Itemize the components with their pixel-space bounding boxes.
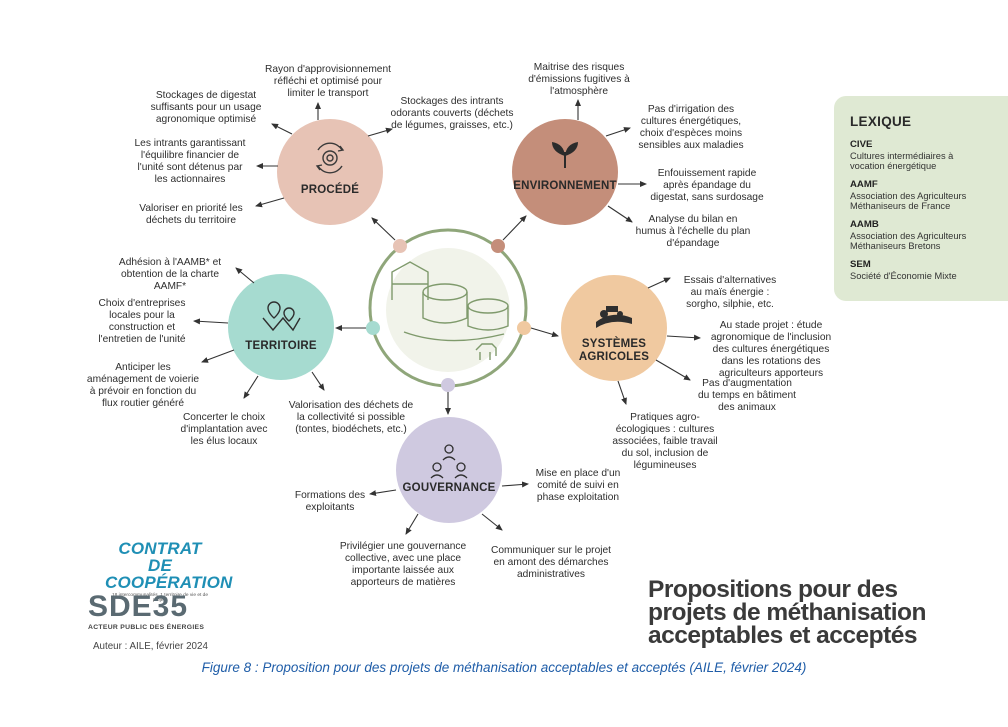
arrow-systemes-1 bbox=[647, 277, 671, 289]
gear-cycle-icon bbox=[315, 142, 345, 174]
procede-item-4: Les intrants garantissant l'équilibre fi… bbox=[134, 138, 246, 185]
hub-procede bbox=[277, 119, 383, 225]
environnement-item-3: Enfouissement rapide après épandage du d… bbox=[650, 168, 764, 203]
connector-dot-procede bbox=[393, 239, 407, 253]
hub-label-gouvernance: GOUVERNANCE bbox=[402, 482, 496, 494]
lexique-abbr: AAMF bbox=[850, 179, 878, 190]
lexique-abbr: AAMB bbox=[850, 219, 879, 230]
people-network-icon bbox=[430, 444, 468, 479]
figure-caption: Figure 8 : Proposition pour des projets … bbox=[201, 660, 807, 675]
arrow-procede-3 bbox=[367, 127, 393, 137]
contrat-logo-text: CONTRAT DE COOPÉRATION bbox=[105, 539, 233, 592]
arrow-center-systemes bbox=[530, 327, 559, 338]
arrow-territoire-4 bbox=[243, 375, 259, 399]
arrow-environnement-2 bbox=[605, 127, 631, 137]
environnement-item-1: Maitrise des risques d'émissions fugitiv… bbox=[528, 62, 630, 97]
territoire-item-1: Adhésion à l'AAMB* et obtention de la ch… bbox=[118, 257, 222, 292]
arrow-center-procede bbox=[371, 217, 396, 241]
arrow-gouvernance-3 bbox=[405, 513, 419, 535]
arrow-gouvernance-1 bbox=[501, 481, 529, 488]
methanizer-illustration-icon bbox=[391, 261, 509, 360]
arrow-territoire-1 bbox=[235, 267, 255, 284]
gouvernance-item-3: Privilégier une gouvernance collective, … bbox=[339, 541, 467, 588]
territoire-item-4: Concerter le choix d'implantation avec l… bbox=[180, 412, 268, 447]
arrow-procede-5 bbox=[255, 197, 285, 208]
systemes-item-1: Essais d'alternatives au maïs énergie : … bbox=[683, 275, 777, 310]
lexique-title: LEXIQUE bbox=[850, 114, 912, 129]
sde35-logo-text: SDE35 bbox=[88, 590, 189, 623]
hub-systemes bbox=[561, 275, 667, 381]
hub-label-territoire: TERRITOIRE bbox=[245, 340, 317, 352]
central-inner-disc bbox=[386, 248, 510, 372]
territoire-item-2: Choix d'entreprises locales pour la cons… bbox=[98, 298, 186, 345]
arrow-gouvernance-4 bbox=[481, 513, 503, 531]
diagram-title: Propositions pour des projets de méthani… bbox=[648, 576, 926, 649]
arrow-gouvernance-2 bbox=[369, 489, 397, 497]
lexique-abbr: SEM bbox=[850, 259, 871, 270]
procede-item-2: Stockages de digestat suffisants pour un… bbox=[150, 90, 262, 125]
connector-dot-systemes bbox=[517, 321, 531, 335]
sde35-logo-subtext: ACTEUR PUBLIC DES ÉNERGIES bbox=[88, 624, 205, 631]
hub-environnement bbox=[512, 119, 618, 225]
contrat-cooperation-logo: CONTRAT DE COOPÉRATION 18 intercommunali… bbox=[105, 539, 233, 603]
environnement-item-2: Pas d'irrigation des cultures énergétiqu… bbox=[638, 104, 744, 151]
connector-dot-environnement bbox=[491, 239, 505, 253]
arrow-territoire-2 bbox=[193, 318, 229, 325]
arrow-environnement-4 bbox=[607, 205, 633, 223]
hub-label-environnement: ENVIRONNEMENT bbox=[513, 180, 617, 192]
arrow-systemes-4 bbox=[617, 380, 627, 405]
territoire-item-3: Anticiper les aménagement de voierie à p… bbox=[86, 362, 200, 409]
connector-dot-gouvernance bbox=[441, 378, 455, 392]
systemes-item-3: Pas d'augmentation du temps en bâtiment … bbox=[698, 378, 796, 413]
arrow-procede-2 bbox=[271, 123, 293, 135]
author-credit: Auteur : AILE, février 2024 bbox=[93, 641, 208, 652]
procede-item-3: Stockages des intrants odorants couverts… bbox=[390, 96, 514, 131]
hub-label-systemes: SYSTÈMES AGRICOLES bbox=[578, 338, 650, 363]
lexique-def: Société d'Économie Mixte bbox=[850, 270, 957, 281]
gouvernance-item-2: Formations des exploitants bbox=[294, 490, 366, 513]
hub-gouvernance bbox=[396, 417, 502, 523]
lexique-entry-aamf: AAMF Association des Agriculteurs Méthan… bbox=[850, 179, 1000, 212]
procede-item-5: Valoriser en priorité les déchets du ter… bbox=[139, 203, 243, 226]
hub-label-procede: PROCÉDÉ bbox=[300, 184, 360, 196]
tractor-field-icon bbox=[596, 306, 632, 328]
lexique-entry-cive: CIVE Cultures intermédiaires à vocation … bbox=[850, 139, 1000, 172]
territoire-item-5: Valorisation des déchets de la collectiv… bbox=[288, 400, 414, 435]
lexique-def: Association des Agriculteurs Méthaniseur… bbox=[850, 230, 967, 252]
hub-territoire bbox=[228, 274, 334, 380]
lexique-abbr: CIVE bbox=[850, 139, 873, 150]
connector-dot-territoire bbox=[366, 321, 380, 335]
systemes-item-2: Au stade projet : étude agronomique de l… bbox=[710, 320, 832, 379]
gouvernance-item-4: Communiquer sur le projet en amont des d… bbox=[490, 545, 612, 580]
arrow-systemes-2 bbox=[666, 334, 701, 341]
environnement-item-4: Analyse du bilan en humus à l'échelle du… bbox=[635, 214, 751, 249]
arrow-territoire-3 bbox=[201, 349, 235, 363]
lexique-def: Association des Agriculteurs Méthaniseur… bbox=[850, 190, 967, 212]
lexique-entry-sem: SEM Société d'Économie Mixte bbox=[850, 259, 1000, 281]
arrow-systemes-3 bbox=[655, 359, 691, 381]
arrow-center-environnement bbox=[502, 215, 527, 241]
sprout-icon bbox=[552, 142, 578, 168]
lexique-def: Cultures intermédiaires à vocation énerg… bbox=[850, 150, 954, 172]
systemes-item-4: Pratiques agro- écologiques : cultures a… bbox=[612, 412, 718, 471]
sde35-logo: SDE35 ACTEUR PUBLIC DES ÉNERGIES bbox=[88, 590, 213, 632]
map-pins-icon bbox=[262, 301, 301, 332]
lexique-panel: LEXIQUE CIVE Cultures intermédiaires à v… bbox=[834, 96, 1008, 301]
procede-item-1: Rayon d'approvisionnement réfléchi et op… bbox=[265, 64, 391, 99]
arrow-territoire-5 bbox=[311, 371, 325, 391]
contrat-logo-subtext: 18 intercommunalités, 1 territoire de vi… bbox=[112, 593, 208, 603]
gouvernance-item-1: Mise en place d'un comité de suivi en ph… bbox=[535, 468, 621, 503]
lexique-entry-aamb: AAMB Association des Agriculteurs Méthan… bbox=[850, 219, 1000, 252]
